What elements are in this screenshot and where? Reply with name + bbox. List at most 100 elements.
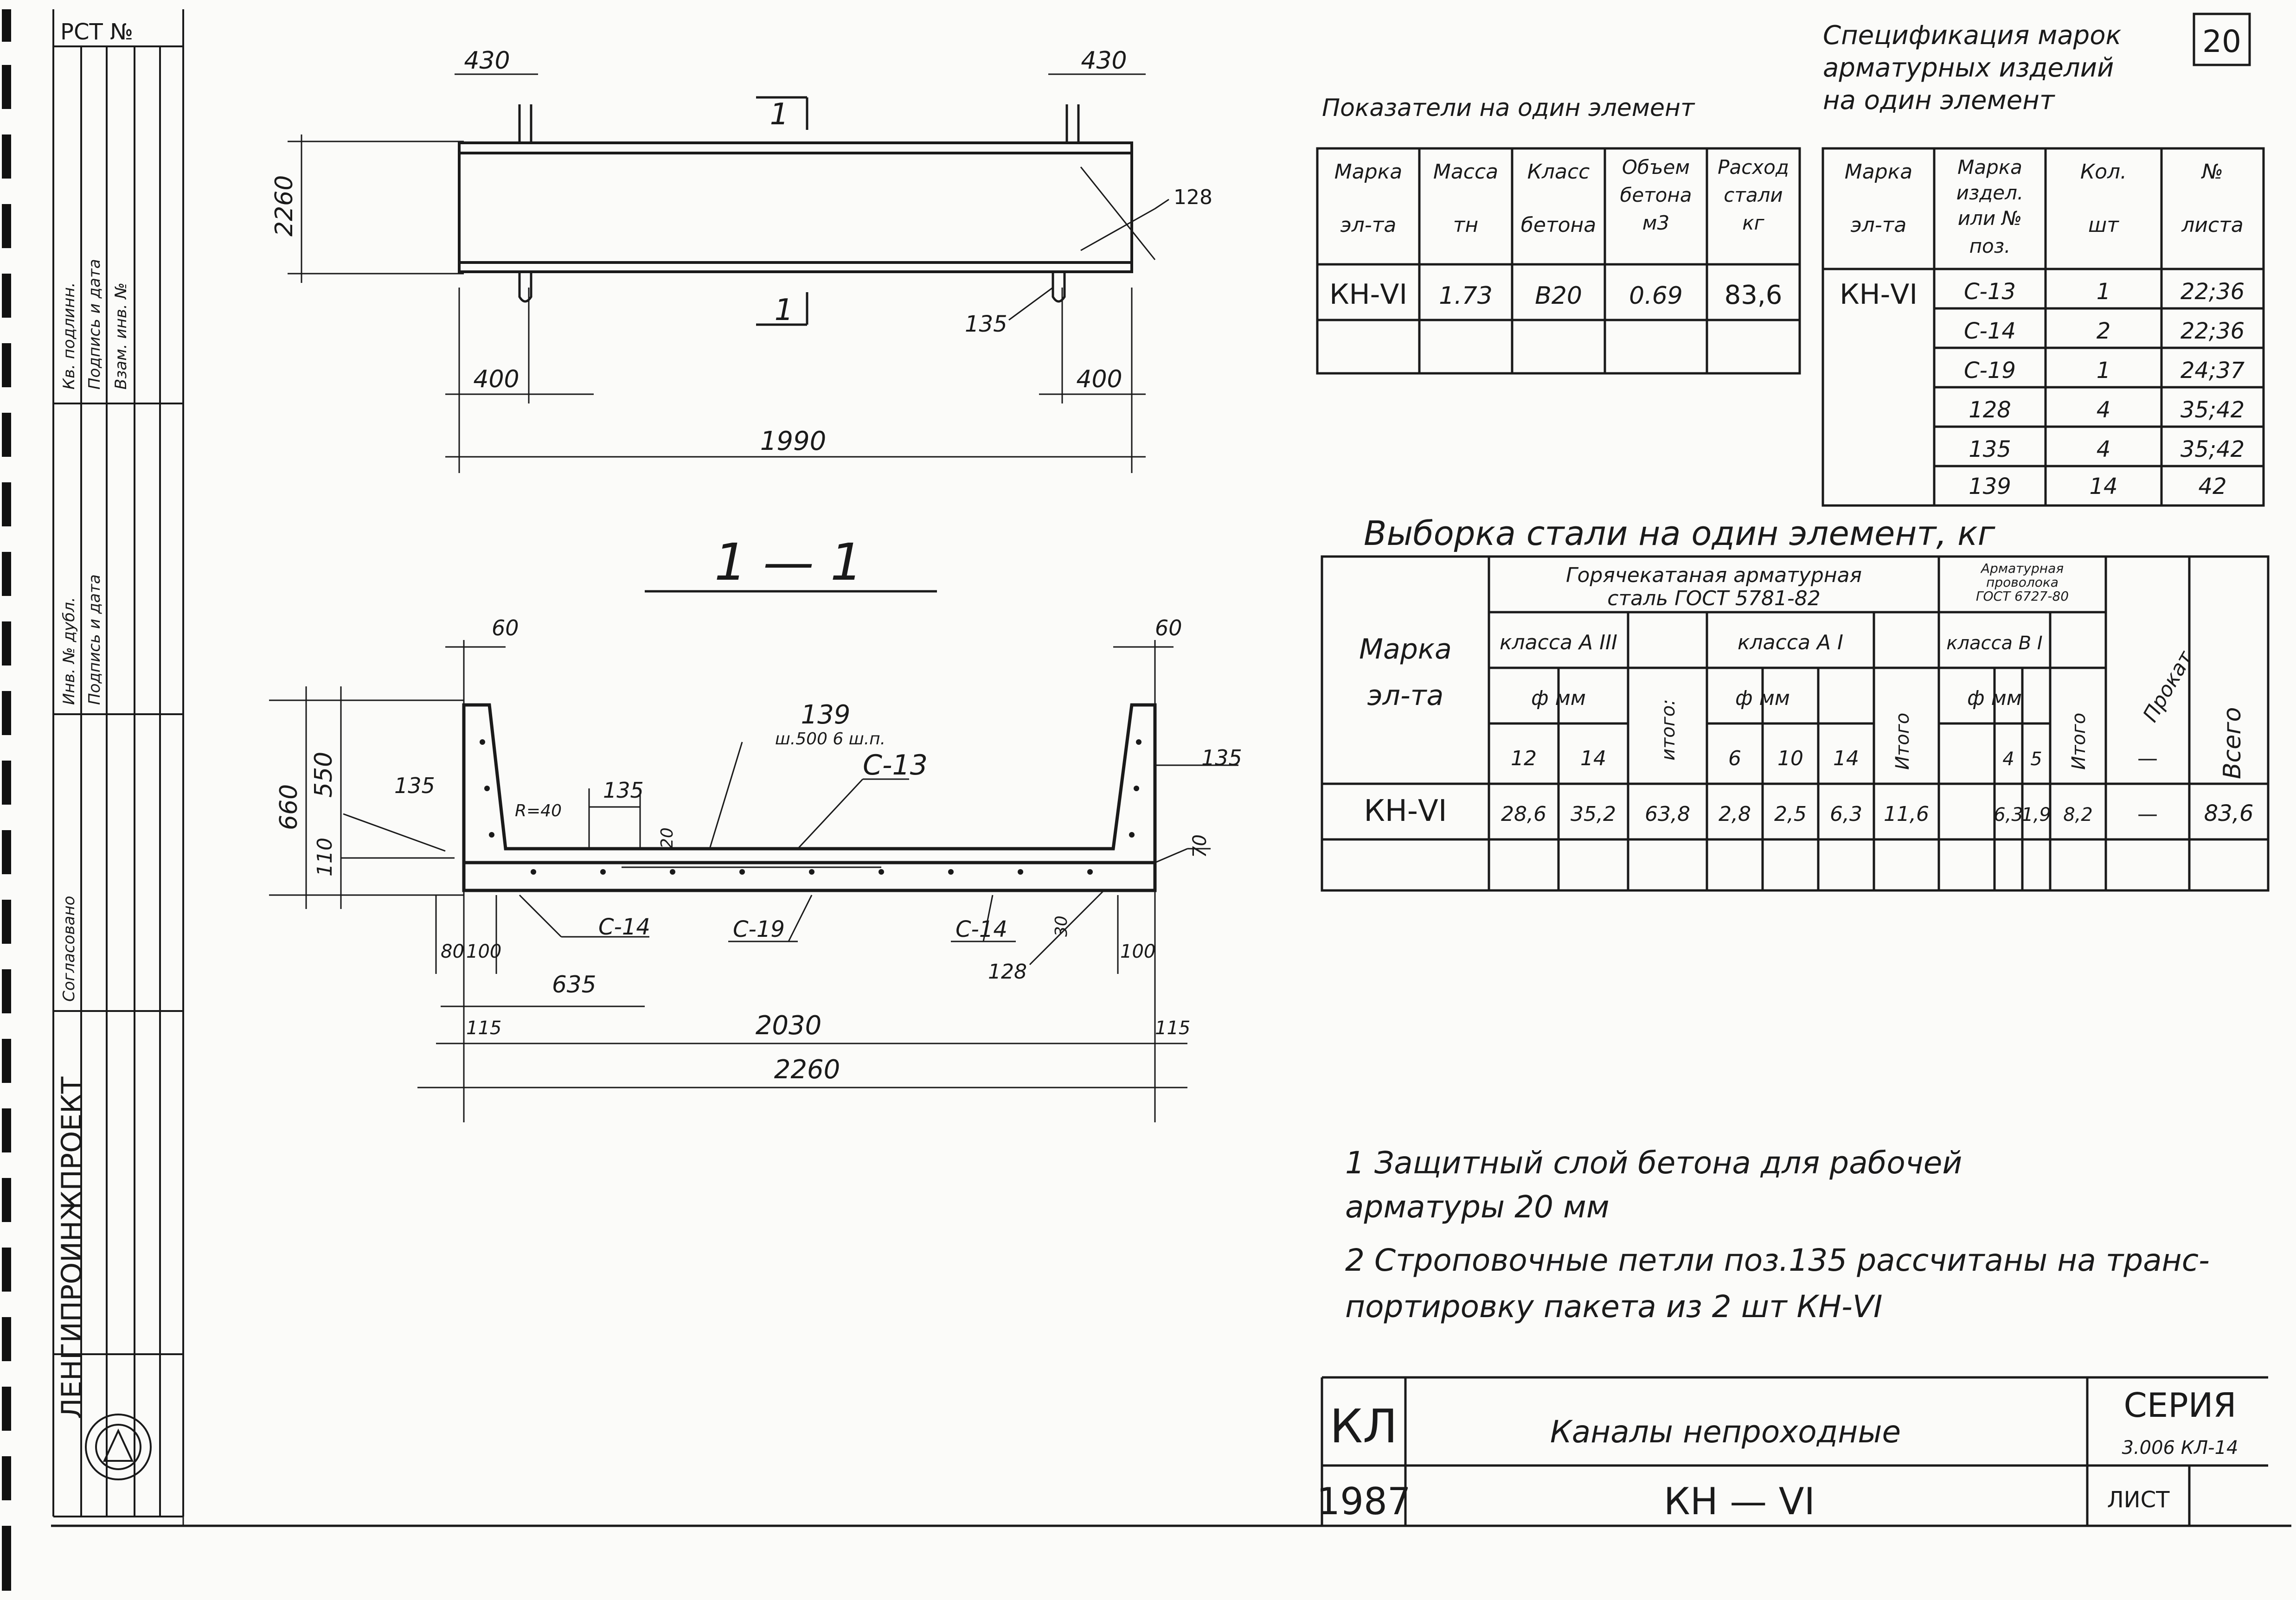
- svg-text:проволока: проволока: [1986, 575, 2059, 590]
- ind-cell-volume: 0.69: [1629, 282, 1683, 310]
- note-1b: арматуры 20 мм: [1345, 1189, 1610, 1225]
- svg-text:139: 139: [1969, 474, 2011, 499]
- svg-text:128: 128: [1969, 397, 2011, 423]
- svg-text:Горячекатаная арматурная: Горячекатаная арматурная: [1566, 563, 1862, 587]
- stamp-text-3: Взам. инв. №: [112, 282, 130, 390]
- plan-view: 1 1 430 430 2260 400 400 1990 128 135: [270, 47, 1212, 473]
- svg-text:бетона: бетона: [1620, 184, 1692, 206]
- steel-title: Выборка стали на один элемент, кг: [1364, 514, 1996, 553]
- svg-text:эл-та: эл-та: [1340, 213, 1397, 237]
- sheet-number-box: 20: [2193, 13, 2251, 66]
- svg-text:м3: м3: [1642, 211, 1669, 234]
- plan-cut-mark-top: 1: [770, 97, 789, 132]
- tb-code: КЛ: [1330, 1399, 1398, 1453]
- stamp-text-6: Согласовано: [60, 896, 78, 1002]
- dim-430-left: 430: [464, 47, 510, 75]
- svg-text:2,5: 2,5: [1774, 802, 1807, 826]
- svg-text:4: 4: [2097, 436, 2111, 462]
- svg-text:тн: тн: [1453, 213, 1478, 237]
- svg-text:63,8: 63,8: [1645, 802, 1690, 826]
- tb-name: Каналы непроходные: [1550, 1414, 1901, 1450]
- sec-dim-115-left: 115: [466, 1018, 501, 1039]
- svg-text:Объем: Объем: [1622, 156, 1690, 179]
- sec-dim-30: 30: [1052, 915, 1071, 937]
- sec-c19: С-19: [733, 916, 785, 942]
- dim-400-right: 400: [1076, 365, 1122, 393]
- svg-text:Всего: Всего: [2219, 707, 2246, 779]
- svg-text:22;36: 22;36: [2181, 318, 2245, 344]
- stamp-text-4: Инв. № дубл.: [60, 597, 78, 705]
- sec-dim-635: 635: [552, 971, 596, 998]
- svg-text:кг: кг: [1742, 211, 1764, 234]
- svg-text:2,8: 2,8: [1719, 802, 1751, 826]
- svg-text:шт: шт: [2088, 213, 2119, 237]
- stamp-text-5: Подпись и дата: [85, 574, 104, 705]
- sec-dim-60-right: 60: [1155, 615, 1182, 640]
- svg-text:Кол.: Кол.: [2080, 160, 2127, 184]
- svg-text:10: 10: [1777, 747, 1803, 770]
- svg-text:бетона: бетона: [1521, 213, 1597, 237]
- svg-text:Марка: Марка: [1957, 156, 2022, 179]
- svg-text:ф мм: ф мм: [1967, 686, 2022, 710]
- svg-text:1,9: 1,9: [2021, 804, 2051, 826]
- svg-text:4: 4: [2002, 749, 2014, 770]
- svg-text:Марка: Марка: [1334, 160, 1402, 184]
- stamp-text-2: Подпись и дата: [85, 259, 104, 390]
- svg-text:Марка: Марка: [1845, 160, 1912, 184]
- svg-text:С-14: С-14: [1964, 318, 2016, 344]
- svg-text:сталь ГОСТ 5781-82: сталь ГОСТ 5781-82: [1607, 587, 1820, 610]
- tb-series-value: 3.006 КЛ-14: [2122, 1437, 2238, 1459]
- svg-text:поз.: поз.: [1969, 235, 2011, 257]
- ind-cell-mark: КН-VI: [1329, 278, 1407, 311]
- svg-text:или №: или №: [1958, 207, 2022, 230]
- left-stamp-rotated-text: Кв. подлинн. Подпись и дата Взам. инв. №…: [56, 259, 130, 1419]
- binding-marks: [2, 9, 11, 1591]
- svg-text:42: 42: [2198, 474, 2226, 499]
- steel-row: КН-VI 28,6 35,2 63,8 2,8 2,5 6,3 11,6 6,…: [1364, 794, 2253, 828]
- svg-text:14: 14: [2089, 474, 2117, 499]
- sec-radius: R=40: [515, 801, 562, 820]
- svg-text:1: 1: [2097, 358, 2111, 384]
- svg-text:КН-VI: КН-VI: [1364, 794, 1447, 828]
- svg-text:8,2: 8,2: [2063, 804, 2093, 826]
- svg-text:класса В I: класса В I: [1946, 633, 2042, 654]
- title-block: КЛ 1987 Каналы непроходные КН — VI СЕРИЯ…: [1316, 1376, 2268, 1526]
- tb-year: 1987: [1316, 1480, 1411, 1523]
- note-1a: 1 Защитный слой бетона для рабочей: [1345, 1145, 1962, 1181]
- sec-pos-135-right: 135: [1201, 745, 1242, 770]
- svg-text:ф мм: ф мм: [1531, 686, 1586, 710]
- svg-text:Класс: Класс: [1527, 160, 1590, 184]
- svg-text:эл-та: эл-та: [1367, 679, 1444, 712]
- sec-c13: С-13: [863, 749, 928, 781]
- svg-text:№: №: [2200, 160, 2223, 184]
- svg-text:эл-та: эл-та: [1851, 213, 1907, 237]
- ind-cell-steel: 83,6: [1725, 280, 1783, 310]
- sec-pos-139-note: ш.500 6 ш.п.: [775, 730, 885, 749]
- sec-dim-2030: 2030: [756, 1011, 822, 1041]
- dim-430-right: 430: [1081, 47, 1127, 75]
- svg-text:14: 14: [1833, 747, 1859, 770]
- svg-text:ГОСТ 6727-80: ГОСТ 6727-80: [1976, 589, 2069, 604]
- stamp-text-1: Кв. подлинн.: [60, 282, 78, 390]
- svg-text:2: 2: [2097, 318, 2111, 344]
- sec-dim-100-right: 100: [1120, 941, 1155, 962]
- tb-sheet-label: ЛИСТ: [2107, 1487, 2170, 1513]
- sec-dim-60-left: 60: [492, 615, 519, 640]
- svg-text:5: 5: [2030, 749, 2042, 770]
- svg-text:—: —: [2137, 802, 2158, 826]
- svg-text:С-19: С-19: [1964, 358, 2016, 384]
- svg-text:Итого: Итого: [1892, 713, 1913, 770]
- svg-text:класса А I: класса А I: [1738, 631, 1843, 654]
- dim-400-left: 400: [473, 365, 519, 393]
- sec-dim-660: 660: [275, 784, 303, 830]
- stamp-org-name: ЛЕНГИПРОИНЖПРОЕКТ: [56, 1076, 88, 1419]
- org-logo: [85, 1414, 152, 1480]
- spec-rows: С-13 1 22;36 С-14 2 22;36 С-19 1 24;37 1…: [1964, 279, 2245, 499]
- notes: 1 Защитный слой бетона для рабочей армат…: [1345, 1145, 2210, 1325]
- sheet-number: 20: [2202, 24, 2241, 59]
- svg-text:6,3: 6,3: [1830, 802, 1862, 826]
- svg-text:4: 4: [2097, 397, 2111, 423]
- tb-mark: КН — VI: [1664, 1480, 1815, 1523]
- plan-pos-135: 135: [965, 311, 1007, 337]
- sec-dim-20: 20: [658, 827, 677, 849]
